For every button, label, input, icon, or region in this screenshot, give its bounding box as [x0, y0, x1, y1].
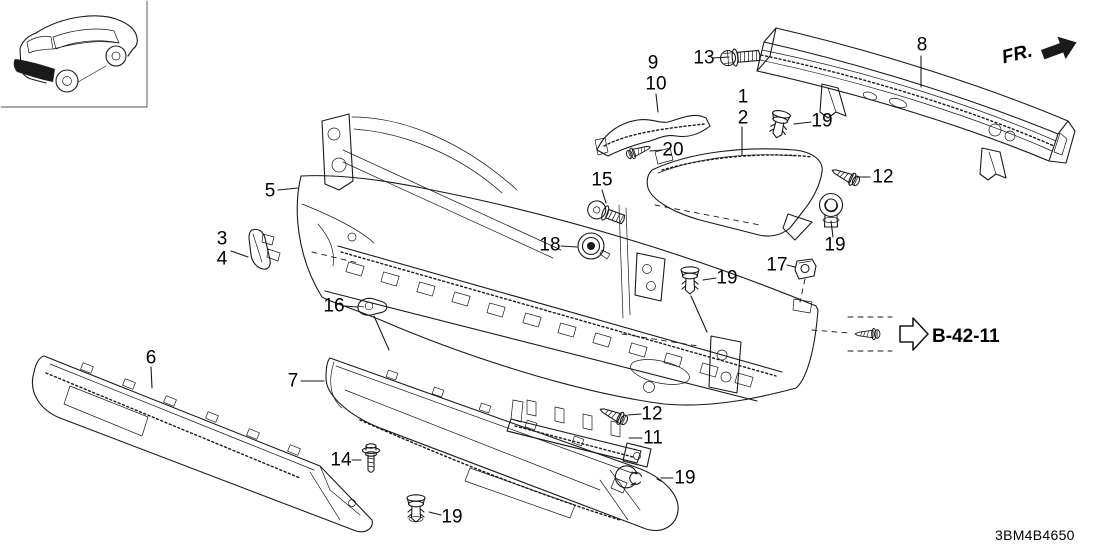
bolt-13-icon: [719, 48, 761, 67]
callout-12-b: 12: [641, 403, 663, 425]
rear-bumper-face-part-5: [296, 113, 819, 406]
callout-5: 5: [264, 180, 276, 202]
callout-15: 15: [591, 169, 613, 191]
reference-arrow-icon: [811, 316, 929, 352]
callout-20: 20: [662, 139, 684, 161]
callout-4: 4: [216, 248, 228, 270]
callout-8: 8: [916, 34, 928, 56]
grommet-18-icon: [577, 232, 611, 260]
push-clip-19-icon-e: [406, 494, 426, 523]
fr-direction-arrow-icon: [1041, 36, 1077, 60]
lower-bumper-garnish-part-7: [325, 357, 679, 531]
bumper-beam-part-8: [756, 27, 1076, 181]
push-clip-19-icon-a: [769, 110, 791, 139]
callout-2: 2: [737, 107, 749, 129]
highlighted-rear-bumper: [13, 59, 56, 82]
bolt-14-icon: [361, 443, 381, 473]
callout-13: 13: [693, 47, 715, 69]
bolt-15-icon: [587, 200, 626, 225]
leader-lines: [150, 55, 922, 516]
vehicle-thumbnail: [0, 0, 148, 108]
reference-label: B-42-11: [932, 326, 1000, 347]
callout-11: 11: [643, 427, 663, 449]
ring-clip-19-icon-d: [614, 465, 662, 489]
push-clip-19-icon-c: [680, 266, 700, 295]
callout-17: 17: [766, 254, 788, 276]
callout-19-a: 19: [811, 110, 833, 132]
callout-9: 9: [647, 52, 659, 74]
clip-nut-17-icon: [794, 258, 817, 280]
screw-b42-icon: [854, 328, 881, 340]
callout-19-e: 19: [716, 267, 738, 289]
callout-10: 10: [645, 73, 667, 95]
screw-20-icon: [626, 145, 651, 160]
callout-1: 1: [737, 86, 749, 108]
callout-18: 18: [539, 234, 561, 256]
callout-14: 14: [330, 449, 352, 471]
callout-3: 3: [216, 228, 228, 250]
reflector-part-3-4: [248, 228, 281, 270]
lower-skid-garnish-part-6: [32, 355, 373, 533]
callout-6: 6: [145, 347, 157, 369]
bumper-corner-face-part-1-2: [646, 147, 823, 241]
hook-clip-16-icon: [357, 297, 388, 316]
callout-19-c: 19: [674, 467, 696, 489]
callout-7: 7: [287, 370, 299, 392]
screw-12-icon-bottom: [599, 408, 629, 426]
callout-19-b: 19: [824, 234, 846, 256]
flanged-clip-19-icon-b: [818, 192, 844, 228]
screw-12-icon-top: [831, 169, 861, 187]
callout-12-a: 12: [872, 166, 894, 188]
bumper-side-bracket-part-9-10: [594, 114, 711, 157]
callout-19-d: 19: [441, 506, 463, 528]
lower-bracket-part-11: [506, 399, 652, 468]
diagram-code: 3BM4B4650: [995, 527, 1075, 543]
callout-16: 16: [323, 295, 345, 317]
